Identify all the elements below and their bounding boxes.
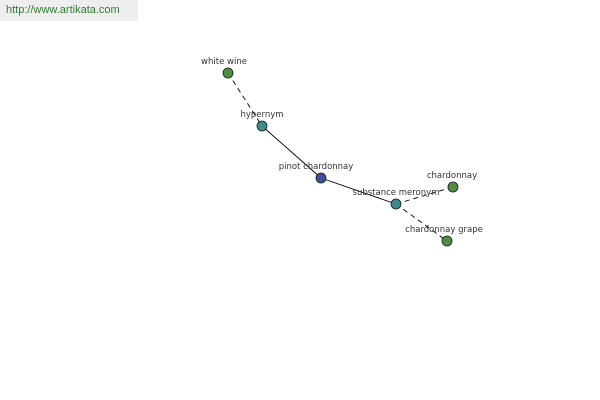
- node-chardonnay[interactable]: chardonnay: [427, 171, 477, 193]
- edge-substance-meronym-chardonnay: [395, 186, 454, 205]
- edge-hypernym-pinot-chardonnay: [261, 125, 322, 179]
- site-link[interactable]: http://www.artikata.com: [6, 4, 120, 16]
- node-label-white-wine: white wine: [201, 57, 247, 67]
- node-hypernym[interactable]: hypernym: [240, 110, 284, 132]
- graph-edges: [227, 72, 454, 242]
- header-bar: http://www.artikata.com: [0, 0, 138, 21]
- node-chardonnay-grape[interactable]: chardonnay grape: [405, 225, 483, 247]
- node-pinot-chardonnay[interactable]: pinot chardonnay: [279, 162, 354, 184]
- node-circle-chardonnay[interactable]: [447, 181, 459, 193]
- edge-substance-meronym-chardonnay-grape: [395, 203, 448, 242]
- node-white-wine[interactable]: white wine: [201, 57, 247, 79]
- node-circle-pinot-chardonnay[interactable]: [315, 172, 327, 184]
- node-substance-meronym[interactable]: substance meronym: [353, 188, 440, 210]
- edge-pinot-chardonnay-substance-meronym: [320, 177, 397, 205]
- node-label-substance-meronym: substance meronym: [353, 188, 440, 198]
- node-circle-chardonnay-grape[interactable]: [441, 235, 453, 247]
- node-circle-substance-meronym[interactable]: [390, 198, 402, 210]
- node-label-hypernym: hypernym: [240, 110, 283, 120]
- node-label-chardonnay: chardonnay: [427, 171, 477, 181]
- edge-white-wine-hypernym: [227, 72, 263, 127]
- node-circle-hypernym[interactable]: [256, 120, 268, 132]
- node-label-chardonnay-grape: chardonnay grape: [405, 225, 483, 235]
- node-label-pinot-chardonnay: pinot chardonnay: [279, 162, 354, 172]
- graph-nodes: white wine hypernym pinot chardonnay substa…: [201, 57, 483, 247]
- node-circle-white-wine[interactable]: [222, 67, 234, 79]
